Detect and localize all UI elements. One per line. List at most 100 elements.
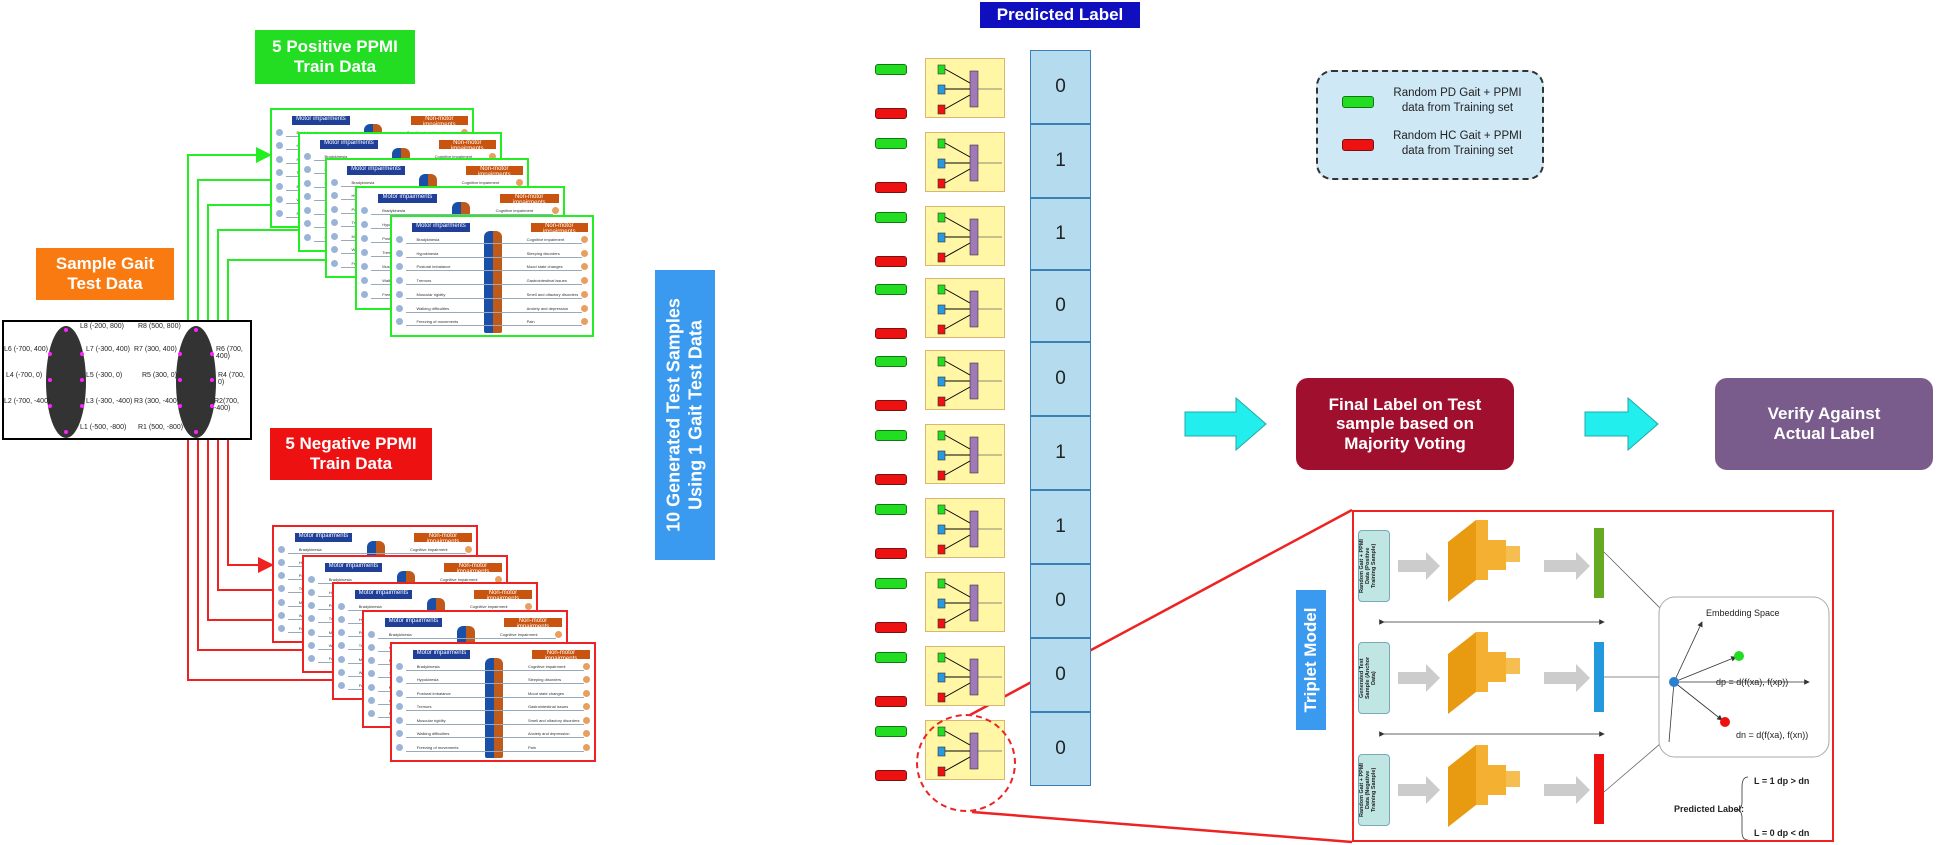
nonmotor-header: Non-motor impairments (499, 194, 559, 206)
cnn-top-icon (1448, 520, 1520, 602)
triplet-network-icon (925, 206, 1005, 266)
nonmotor-item: Cognitive impairment (434, 154, 473, 159)
symptom-icon (525, 603, 532, 610)
symptom-icon (581, 304, 588, 312)
pd-indicator (875, 64, 907, 75)
nonmotor-header: Non-motor impairments (410, 116, 468, 128)
symptom-icon (276, 169, 283, 177)
symptom-icon (276, 142, 283, 150)
symptom-icon (361, 221, 368, 228)
rule-0: L = 0 dp < dn (1754, 828, 1810, 838)
symptom-icon (396, 676, 403, 684)
triplet-input-mid: Generated Test Sample (Anchor Data) (1358, 642, 1390, 714)
symptom-icon (396, 716, 403, 724)
predicted-value-cell: 0 (1030, 342, 1091, 416)
motor-item: Hypokinesia (416, 677, 439, 683)
nonmotor-item: Pain (526, 319, 535, 325)
nonmotor-header: Non-motor impairments (444, 563, 502, 575)
nonmotor-item: Cognitive impairment (495, 208, 534, 213)
motor-header: Motor impairments (412, 650, 471, 659)
verify-box: Verify Against Actual Label (1715, 378, 1933, 470)
pd-indicator (875, 652, 907, 663)
divider (406, 737, 584, 739)
divider (288, 553, 466, 554)
symptom-icon (278, 624, 285, 632)
symptom-icon (396, 743, 403, 751)
symptom-icon (338, 642, 345, 650)
symptom-icon (308, 589, 315, 597)
motor-item: Bradykinesia (324, 154, 348, 159)
symptom-icon (396, 236, 403, 243)
symptom-icon (304, 179, 311, 187)
symptom-icon (583, 676, 590, 684)
symptom-icon (368, 696, 375, 704)
symptom-icon (278, 559, 285, 567)
zoom-lines (969, 508, 1353, 844)
generated-samples-label: 10 Generated Test Samples Using 1 Gait T… (655, 270, 715, 560)
divider (406, 696, 584, 698)
symptom-icon (368, 631, 375, 638)
sample-gait-label: Sample Gait Test Data (36, 248, 174, 300)
symptom-icon (276, 182, 283, 190)
triplet-network-icon (925, 278, 1005, 338)
symptom-icon (338, 668, 345, 676)
nonmotor-item: Cognitive impairment (469, 604, 508, 609)
symptom-icon (308, 628, 315, 636)
symptom-icon (338, 629, 345, 637)
symptom-icon (308, 654, 315, 662)
motor-item: Tremors (416, 278, 432, 284)
fp-l2: L2 (-700, -400) (4, 398, 51, 405)
motor-item: Freezing of movements (416, 319, 459, 325)
symptom-icon (581, 249, 588, 257)
right-foot-icon (176, 326, 216, 438)
divider (406, 284, 582, 286)
symptom-icon (338, 603, 345, 610)
nonmotor-item: Smell and olfactory disorders (526, 291, 579, 297)
symptom-icon (276, 129, 283, 136)
symptom-icon (581, 263, 588, 271)
motor-item: Bradykinesia (351, 180, 375, 185)
symptom-icon (278, 598, 285, 606)
fp-l5: L5 (-300, 0) (86, 372, 123, 379)
divider (378, 638, 556, 639)
nonmotor-item: Pain (527, 744, 536, 750)
pd-indicator (875, 284, 907, 295)
symptom-icon (361, 235, 368, 242)
nonmotor-header: Non-motor impairments (474, 590, 532, 602)
triplet-input-top: Random Gait + PPMI Data (Positive Traini… (1358, 530, 1390, 602)
symptom-icon (396, 730, 403, 738)
symptom-icon (583, 663, 590, 670)
fp-r5: R5 (300, 0) (142, 372, 178, 379)
symptom-icon (583, 689, 590, 697)
symptom-icon (368, 683, 375, 691)
motor-item: Walking difficulties (416, 731, 450, 737)
triplet-network-icon (925, 572, 1005, 632)
nonmotor-item: Sleeping disorders (526, 250, 560, 256)
fp-r2: R2(700, -400) (214, 398, 239, 412)
rule-1: L = 1 dp > dn (1754, 776, 1810, 786)
motor-item: Bradykinesia (416, 664, 440, 669)
motor-item: Walking difficulties (416, 305, 450, 311)
motor-item: Muscular rigidity (416, 717, 446, 723)
fp-l7: L7 (-300, 400) (86, 346, 130, 353)
nonmotor-item: Cognitive impairment (499, 632, 538, 637)
fp-l4: L4 (-700, 0) (6, 372, 43, 379)
cnn-bot-icon (1448, 745, 1520, 827)
symptom-icon (396, 277, 403, 285)
legend-green-swatch (1342, 96, 1374, 108)
triplet-network-icon (925, 350, 1005, 410)
motor-item: Bradykinesia (358, 604, 382, 609)
nonmotor-header: Non-motor impairments (414, 533, 472, 545)
pd-indicator (875, 430, 907, 441)
symptom-icon (304, 220, 311, 228)
symptom-icon (276, 209, 283, 217)
predicted-label-title: Predicted Label (980, 2, 1140, 28)
final-label-box: Final Label on Test sample based on Majo… (1296, 378, 1514, 470)
triplet-network-icon (925, 498, 1005, 558)
symptom-icon (396, 263, 403, 271)
footprint-box: L8 (-200, 800) L6 (-700, 400) L7 (-300, … (2, 320, 252, 440)
nonmotor-item: Sleeping disorders (527, 677, 562, 683)
nonmotor-item: Gastrointestinal issues (527, 704, 569, 710)
symptom-icon (368, 644, 375, 652)
